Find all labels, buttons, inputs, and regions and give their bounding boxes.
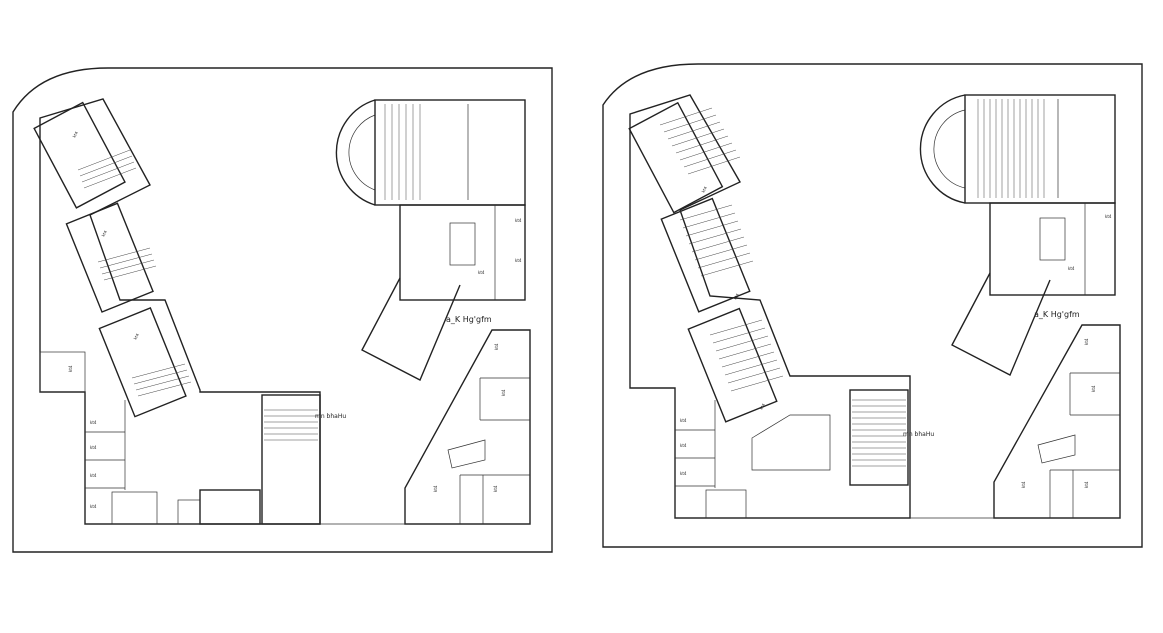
room-tag: kt4 bbox=[515, 258, 522, 263]
wing-rooms-left bbox=[33, 101, 192, 418]
room-tag: kt4 bbox=[90, 445, 97, 450]
sheet-border-left bbox=[12, 67, 553, 553]
room-tag: kt4 bbox=[100, 229, 108, 237]
auditorium-right bbox=[919, 94, 1116, 376]
room-tag: kt4 bbox=[1021, 481, 1026, 488]
wing-rooms-right bbox=[628, 101, 784, 423]
center-label-right: a_K Hg'gfm bbox=[1034, 310, 1080, 319]
plan-left: a_K Hg'gfm mn bhaHu kt4 kt4 kt4 kt4 kt4 … bbox=[12, 67, 553, 553]
room-tag: kt4 bbox=[680, 471, 687, 476]
room-tag: kt4 bbox=[1084, 338, 1089, 345]
bottom-right-wing-left bbox=[404, 329, 531, 525]
room-tag: kt4 bbox=[732, 292, 740, 300]
room-tag: kt4 bbox=[680, 418, 687, 423]
room-tag: kt4 bbox=[68, 365, 73, 372]
room-tag: kt4 bbox=[494, 343, 499, 350]
room-tag: kt4 bbox=[1105, 214, 1112, 219]
room-tags-right: kt4 kt4 kt4 kt4 kt4 kt4 kt4 kt4 kt4 kt4 … bbox=[680, 185, 1112, 488]
hall-label-left: mn bhaHu bbox=[315, 413, 346, 420]
room-tag: kt4 bbox=[1091, 385, 1096, 392]
room-tag: kt4 bbox=[433, 485, 438, 492]
central-stair-right bbox=[849, 389, 909, 486]
room-tag: kt4 bbox=[680, 443, 687, 448]
room-tag: kt4 bbox=[90, 504, 97, 509]
room-tag: kt4 bbox=[758, 402, 766, 410]
room-tag: kt4 bbox=[132, 332, 140, 340]
room-tag: kt4 bbox=[90, 473, 97, 478]
bottom-right-wing-right bbox=[993, 324, 1121, 519]
lower-rooms-left bbox=[85, 400, 261, 525]
room-tags-left: kt4 kt4 kt4 kt4 kt4 kt4 kt4 kt4 kt4 kt4 … bbox=[68, 130, 522, 509]
hall-label-right: mn bhaHu bbox=[903, 431, 934, 438]
building-outline-right bbox=[629, 94, 911, 519]
room-tag: kt4 bbox=[493, 485, 498, 492]
central-stair-left bbox=[261, 394, 321, 525]
plan-right: a_K Hg'gfm mn bhaHu kt4 kt4 kt4 kt4 kt4 … bbox=[602, 63, 1143, 548]
lower-rooms-right bbox=[675, 400, 831, 519]
building-outline-left bbox=[39, 98, 321, 525]
room-tag: kt4 bbox=[1068, 266, 1075, 271]
room-tag: kt4 bbox=[1084, 481, 1089, 488]
room-tag: kt4 bbox=[90, 420, 97, 425]
room-tag: kt4 bbox=[700, 185, 708, 193]
sheet-border-right bbox=[602, 63, 1143, 548]
room-tag: kt4 bbox=[71, 130, 79, 138]
room-tag: kt4 bbox=[515, 218, 522, 223]
center-label-left: a_K Hg'gfm bbox=[446, 315, 492, 324]
auditorium-left bbox=[335, 99, 526, 381]
room-tag: kt4 bbox=[501, 389, 506, 396]
room-tag: kt4 bbox=[478, 270, 485, 275]
